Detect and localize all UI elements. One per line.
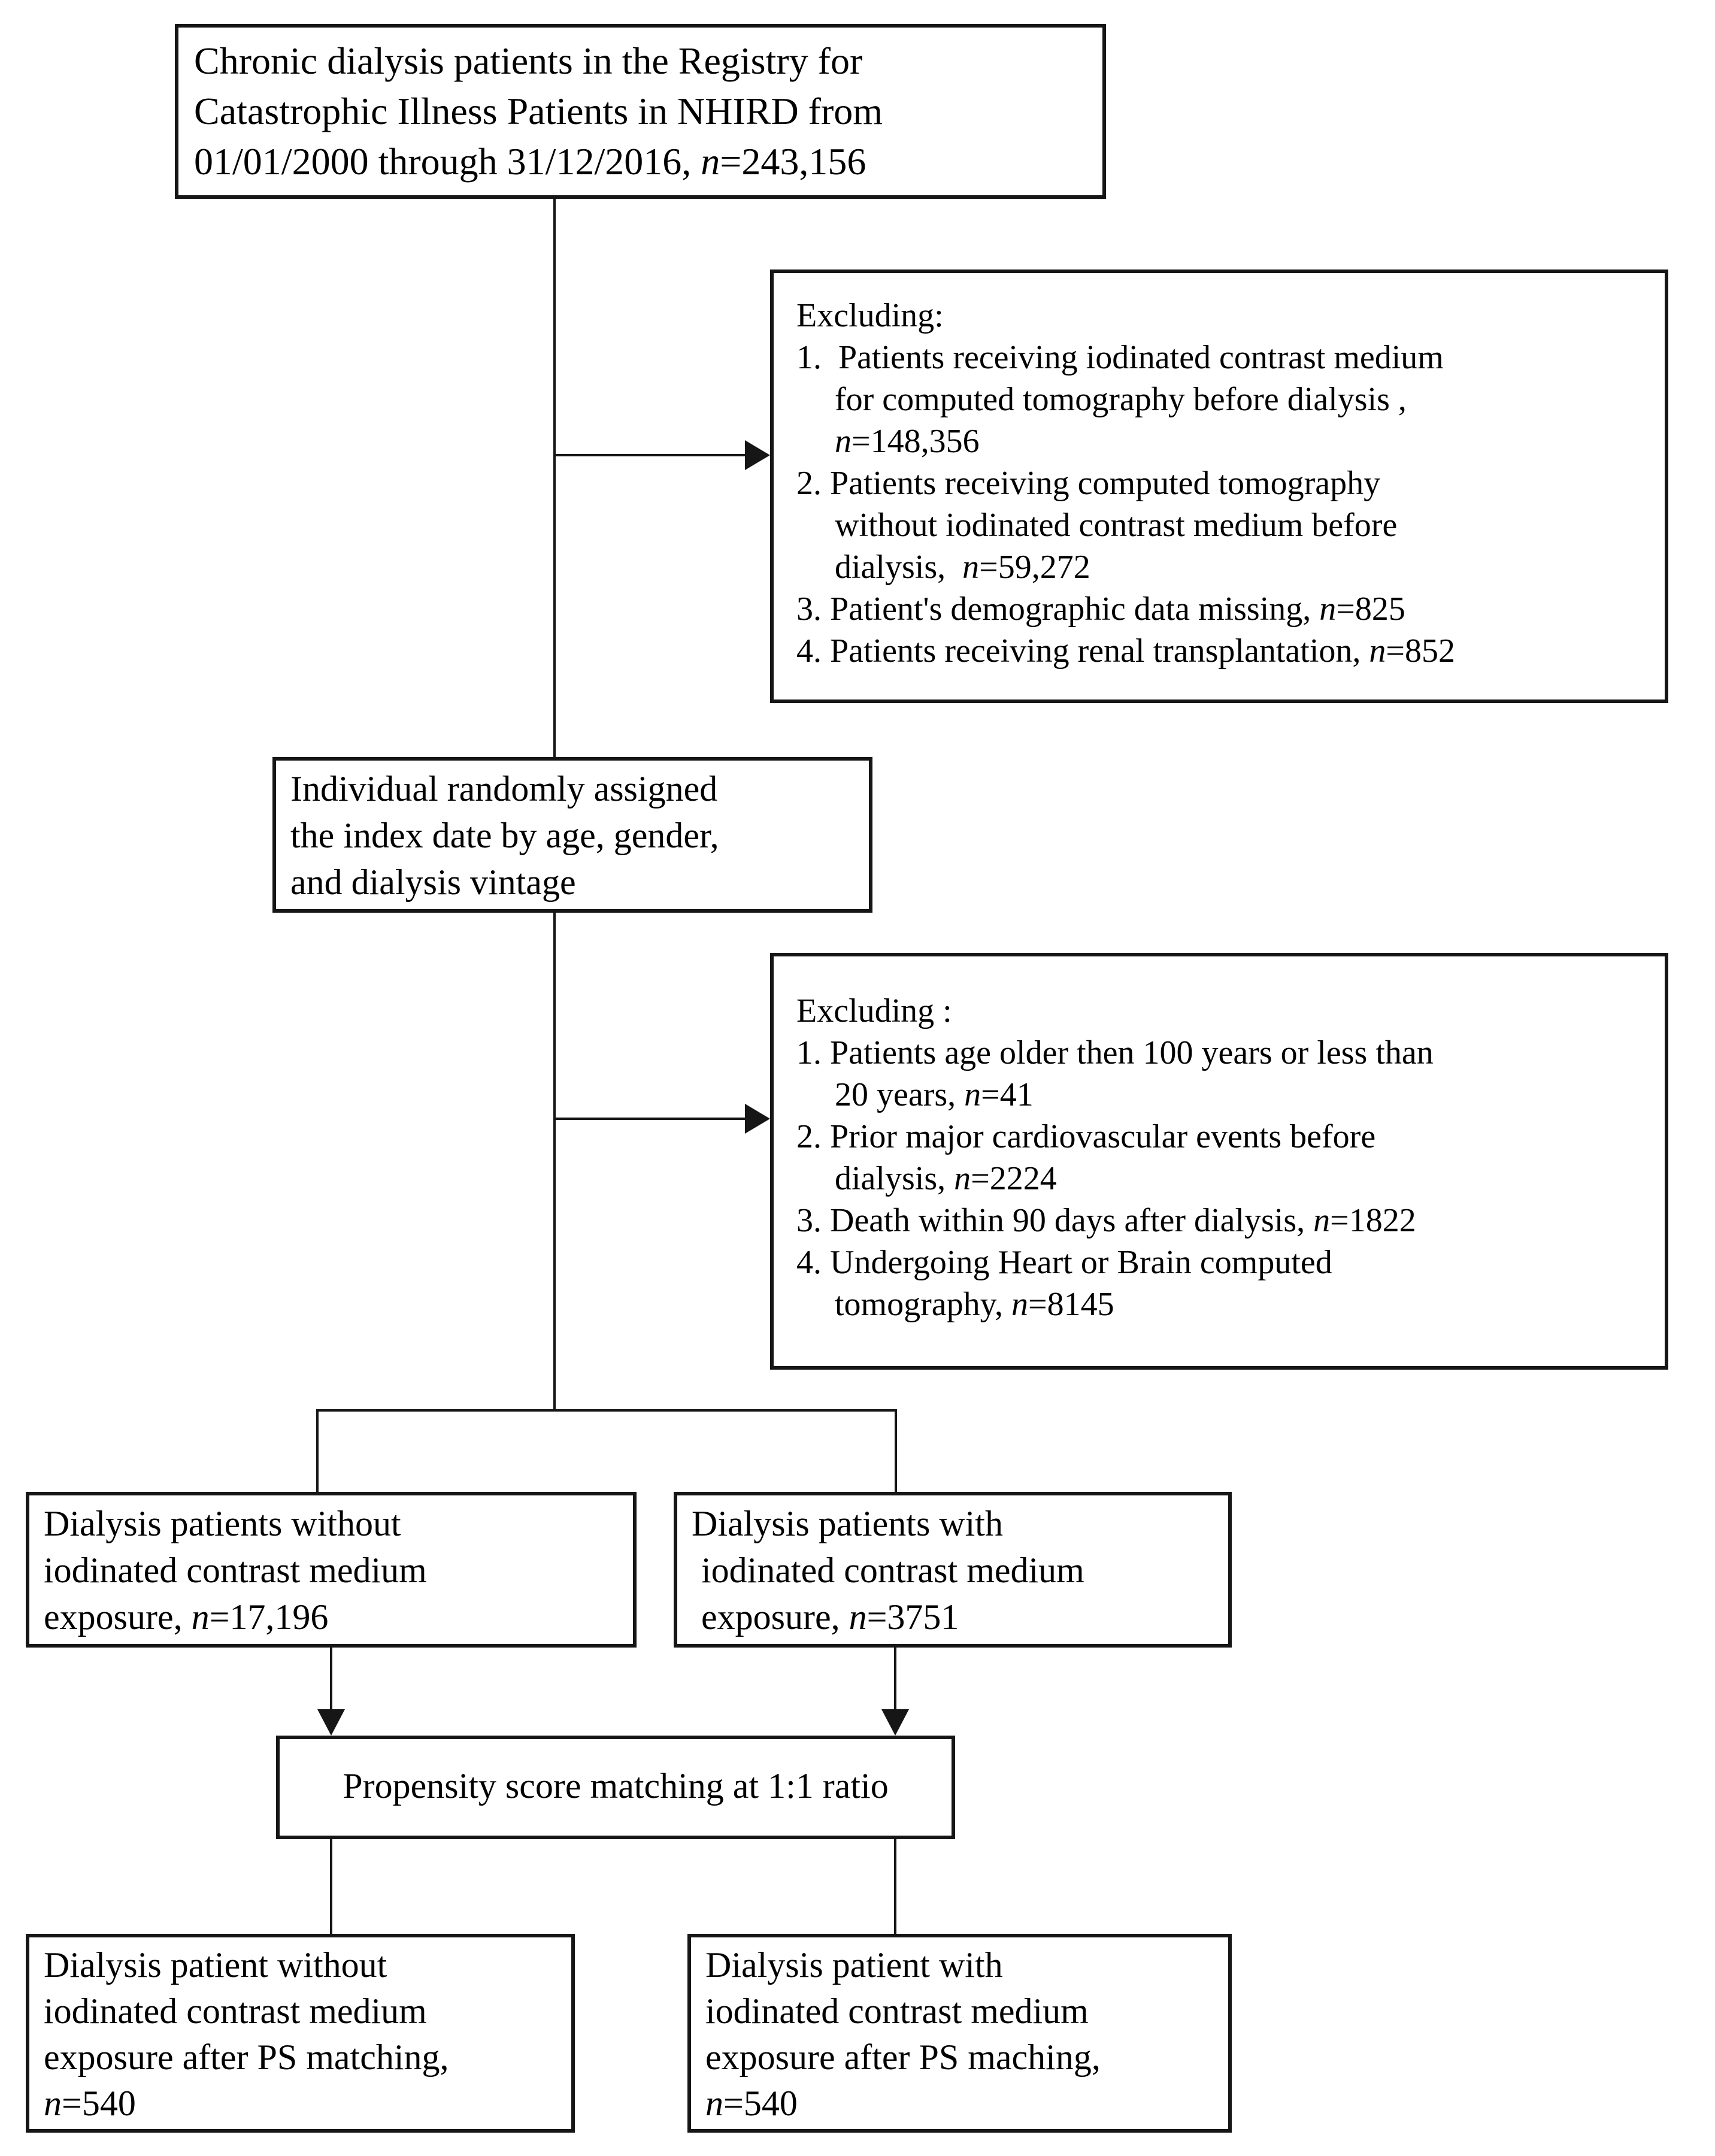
box-text-line: Dialysis patients without bbox=[44, 1504, 401, 1543]
arrow-head-exclusion2 bbox=[745, 1104, 770, 1134]
box-text-line: exposure, n=3751 bbox=[701, 1597, 959, 1637]
box-text-line: iodinated contrast medium bbox=[701, 1551, 1084, 1590]
box-registry-population: Chronic dialysis patients in the Registr… bbox=[175, 24, 1106, 199]
box-text-line: 4. Patients receiving renal transplantat… bbox=[796, 632, 1455, 670]
arrow-head-left-ps bbox=[317, 1709, 345, 1736]
connector-left-to-ps bbox=[330, 1647, 332, 1714]
box-text-line: exposure after PS maching, bbox=[705, 2037, 1101, 2077]
box-text-line: n=540 bbox=[44, 2084, 136, 2123]
box-index-date-assignment: Individual randomly assigned the index da… bbox=[272, 757, 872, 913]
box-text-line: Dialysis patient without bbox=[44, 1945, 387, 1985]
box-text-line: 20 years, n=41 bbox=[835, 1076, 1034, 1113]
connector-right-to-ps bbox=[894, 1647, 896, 1714]
box-text-line: Excluding : bbox=[796, 992, 952, 1029]
connector-ps-to-bottom-left bbox=[330, 1839, 332, 1934]
box-text-line: Dialysis patients with bbox=[692, 1504, 1003, 1543]
box-text-line: dialysis, n=59,272 bbox=[835, 549, 1090, 586]
box-text-line: 3. Patient's demographic data missing, n… bbox=[796, 591, 1405, 628]
box-with-contrast-after-ps: Dialysis patient with iodinated contrast … bbox=[687, 1934, 1232, 2133]
box-with-contrast-group: Dialysis patients with iodinated contrast… bbox=[674, 1492, 1232, 1648]
box-text-line: 01/01/2000 through 31/12/2016, n=243,156 bbox=[194, 140, 866, 183]
box-text-line: Excluding: bbox=[796, 297, 944, 334]
box-text-line: 3. Death within 90 days after dialysis, … bbox=[796, 1202, 1416, 1239]
box-text-line: Catastrophic Illness Patients in NHIRD f… bbox=[194, 90, 883, 132]
box-text-line: 1. Patients age older then 100 years or … bbox=[796, 1034, 1434, 1071]
box-text-line: exposure, n=17,196 bbox=[44, 1597, 329, 1637]
box-text-line: exposure after PS matching, bbox=[44, 2037, 449, 2077]
connector-split-right bbox=[895, 1409, 897, 1492]
box-text-line: n=540 bbox=[705, 2084, 798, 2123]
box-text-line: 1. Patients receiving iodinated contrast… bbox=[796, 339, 1444, 376]
box-text-line: and dialysis vintage bbox=[290, 862, 576, 902]
connector-arrow-exclusion2 bbox=[555, 1118, 747, 1120]
connector-split-horizontal bbox=[316, 1409, 897, 1412]
box-text-line: iodinated contrast medium bbox=[44, 1551, 427, 1590]
connector-split-left bbox=[316, 1409, 319, 1492]
box-text-line: the index date by age, gender, bbox=[290, 816, 719, 855]
box-text-line: Chronic dialysis patients in the Registr… bbox=[194, 40, 863, 82]
box-without-contrast-group: Dialysis patients without iodinated contr… bbox=[26, 1492, 637, 1648]
box-text-line: without iodinated contrast medium before bbox=[835, 507, 1398, 544]
box-text-line: tomography, n=8145 bbox=[835, 1286, 1114, 1323]
box-text-line: 2. Prior major cardiovascular events bef… bbox=[796, 1118, 1376, 1155]
box-exclusion-criteria-2: Excluding : 1. Patients age older then 10… bbox=[770, 953, 1668, 1370]
arrow-head-exclusion1 bbox=[745, 440, 770, 470]
box-text-line: iodinated contrast medium bbox=[705, 1991, 1089, 2031]
connector-index-to-split bbox=[553, 912, 556, 1410]
connector-arrow-exclusion1 bbox=[555, 454, 747, 456]
box-text-line: 2. Patients receiving computed tomograph… bbox=[796, 465, 1381, 502]
connector-ps-to-bottom-right bbox=[894, 1839, 896, 1934]
box-text-line: Propensity score matching at 1:1 ratio bbox=[343, 1766, 889, 1806]
box-text-line: dialysis, n=2224 bbox=[835, 1160, 1057, 1197]
box-exclusion-criteria-1: Excluding: 1. Patients receiving iodinate… bbox=[770, 270, 1668, 703]
box-propensity-matching: Propensity score matching at 1:1 ratio bbox=[276, 1736, 955, 1839]
box-text-line: for computed tomography before dialysis … bbox=[835, 381, 1407, 418]
box-text-line: iodinated contrast medium bbox=[44, 1991, 427, 2031]
box-text-line: 4. Undergoing Heart or Brain computed bbox=[796, 1244, 1332, 1281]
arrow-head-right-ps bbox=[881, 1709, 909, 1736]
box-without-contrast-after-ps: Dialysis patient without iodinated contra… bbox=[26, 1934, 575, 2133]
box-text-line: Dialysis patient with bbox=[705, 1945, 1003, 1985]
box-text-line: Individual randomly assigned bbox=[290, 769, 718, 808]
connector-top-to-index bbox=[553, 199, 556, 757]
box-text-line: n=148,356 bbox=[835, 423, 980, 460]
